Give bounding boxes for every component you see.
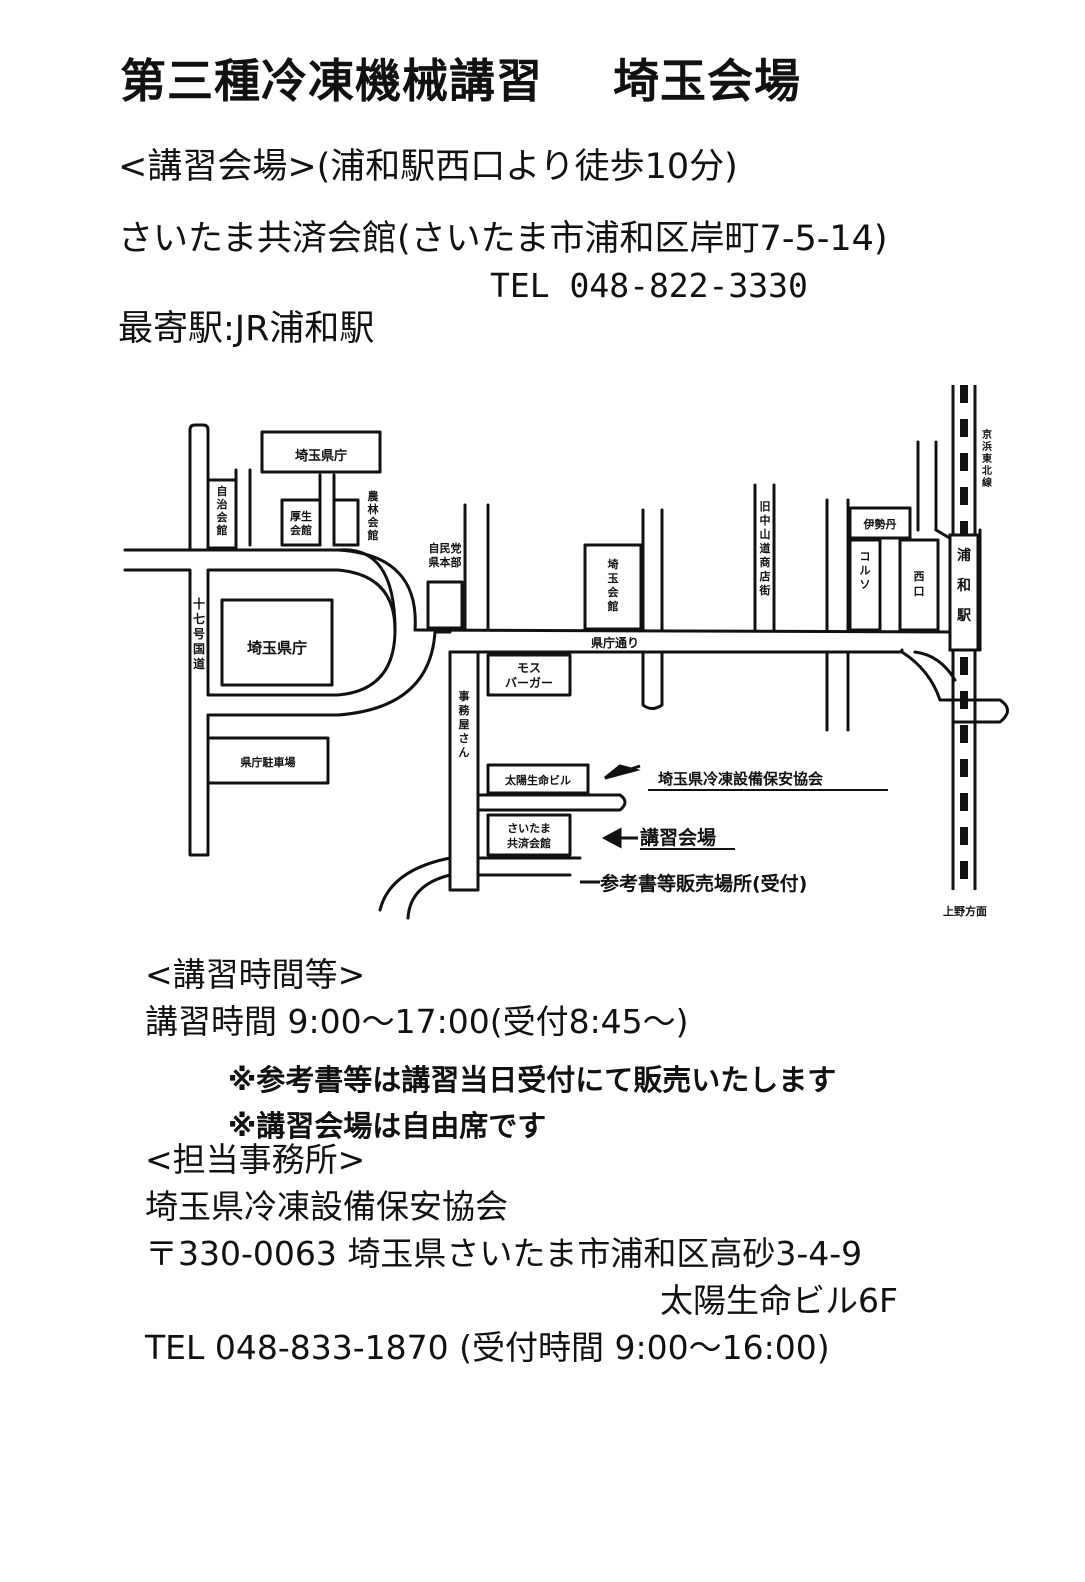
office-address: 〒330-0063 埼玉県さいたま市浦和区高砂3-4-9	[145, 1234, 863, 1273]
map-label-pref-office: 埼玉県庁	[247, 639, 307, 657]
office-name: 埼玉県冷凍設備保安協会	[145, 1187, 508, 1226]
map-label-kousei: 厚生会館	[290, 509, 312, 537]
map-label-ueno: 上野方面	[943, 904, 987, 918]
map-road	[476, 856, 582, 877]
map-road	[206, 568, 397, 697]
map-road	[448, 650, 480, 892]
map-label-parking: 県庁駐車場	[241, 755, 296, 769]
map-road	[413, 628, 957, 634]
map-road	[753, 483, 776, 632]
map-road	[123, 548, 417, 632]
map-label-korunsu: コルソ	[860, 550, 871, 591]
map-road	[448, 648, 904, 654]
nearest-station: 最寄駅:JR浦和駅	[118, 309, 375, 349]
map-label-kyu-nakasendo: 旧中山道商店街	[759, 500, 771, 597]
note-books: ※参考書等は講習当日受付にて販売いたします	[228, 1063, 837, 1097]
map-building	[486, 763, 590, 795]
map-road	[825, 650, 850, 732]
map-label-keihin: 京浜東北線	[982, 428, 992, 489]
map-road	[825, 498, 850, 632]
office-building: 太陽生命ビル6F	[660, 1281, 898, 1320]
map-road	[916, 440, 938, 532]
map-road	[406, 873, 452, 920]
railway	[948, 385, 980, 890]
map-label-jichi: 自治会館	[216, 484, 229, 537]
map-road	[900, 650, 1009, 724]
map-building	[848, 538, 882, 632]
map-label-pref-office-top: 埼玉県庁	[295, 448, 347, 464]
map-road	[641, 650, 664, 710]
map-label-kyosai: さいたま共済会館	[507, 822, 551, 850]
map-label-urawa-station: 浦和駅	[957, 547, 972, 624]
venue-address: さいたま共済会館(さいたま市浦和区岸町7-5-14)	[118, 219, 888, 259]
map-building	[848, 506, 912, 540]
map-building	[332, 498, 360, 547]
map-road	[463, 503, 490, 632]
map-road	[188, 423, 210, 552]
map-label-isetan: 伊勢丹	[863, 517, 897, 531]
map-label-jimuya: 事務屋さん	[459, 689, 471, 759]
map-building	[486, 653, 572, 697]
map-road	[641, 508, 664, 632]
map-label-saitama-kaikan: 埼玉会館	[607, 557, 620, 613]
map-label-kokudo: 十七号国道	[193, 596, 205, 671]
map-road	[336, 630, 452, 717]
map-building	[486, 813, 572, 857]
hours-heading: <講習時間等>	[145, 955, 366, 994]
map-road	[318, 473, 336, 547]
callout-association: 埼玉県冷凍設備保安協会	[658, 770, 823, 788]
office-tel: TEL 048-833-1870 (受付時間 9:00〜16:00)	[145, 1328, 830, 1367]
venue-tel: TEL 048-822-3330	[490, 266, 808, 305]
page-title: 第三種冷凍機械講習埼玉会場	[120, 58, 801, 104]
venue-heading: <講習会場>(浦和駅西口より徒歩10分)	[118, 147, 738, 187]
map-label-taiyo: 太陽生命ビル	[504, 773, 571, 787]
map-label-norin: 農林会館	[367, 489, 380, 542]
map-road	[476, 793, 627, 812]
map-label-nishiguchi: 西口	[914, 570, 925, 598]
map-building	[206, 478, 238, 550]
map-building	[426, 580, 464, 630]
hours-detail: 講習時間 9:00〜17:00(受付8:45〜)	[145, 1002, 689, 1041]
map-building	[583, 543, 643, 631]
map-building	[206, 736, 330, 785]
map-label-jimin: 自民党県本部	[429, 541, 462, 569]
office-heading: <担当事務所>	[145, 1140, 366, 1179]
map-road	[234, 468, 252, 547]
map-label-kencho-dori: 県庁通り	[591, 635, 639, 650]
map-building	[280, 498, 322, 547]
callout-books: 参考書等販売場所(受付)	[600, 872, 807, 895]
map-road	[123, 568, 340, 857]
map-building	[898, 538, 940, 632]
map-building	[260, 430, 382, 474]
map-building	[220, 598, 334, 687]
map-label-mos: モスバーガー	[505, 661, 553, 690]
callout-venue: 講習会場	[640, 826, 716, 849]
map-road	[378, 856, 452, 912]
note-seating: ※講習会場は自由席です	[228, 1109, 547, 1143]
map-road	[336, 548, 397, 632]
venue-title: 埼玉会場	[613, 54, 801, 108]
access-map: 埼玉県庁 自治会館 厚生会館 農林会館 自民党県本部 十七号国道 埼玉県庁 県庁…	[123, 385, 1009, 920]
course-title: 第三種冷凍機械講習	[120, 54, 543, 108]
